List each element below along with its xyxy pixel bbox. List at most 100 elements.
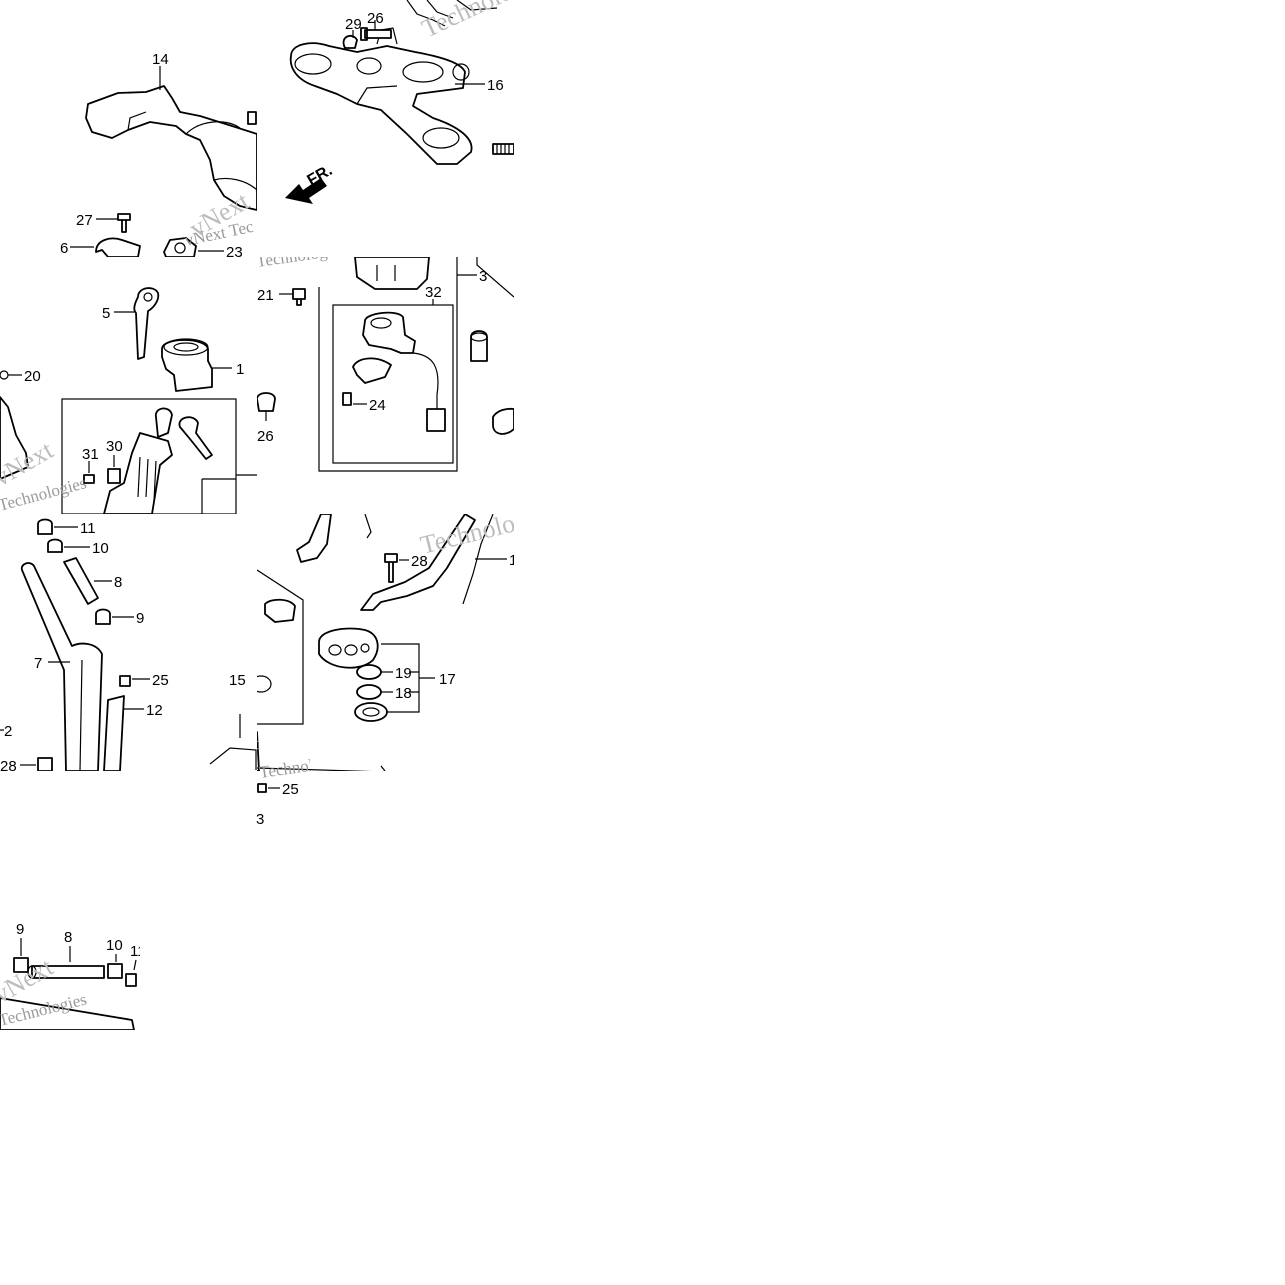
callout-17: 17: [439, 671, 456, 688]
screw-24-part: [342, 392, 352, 406]
callout-30: 30: [106, 438, 123, 455]
callout-23: 23: [226, 244, 243, 257]
callout-29: 29: [345, 16, 362, 33]
nut-26-part: [257, 392, 276, 412]
bolt-part: [247, 111, 257, 125]
callout-1b: 1: [509, 552, 514, 569]
bushing-part: [470, 330, 488, 362]
top-bridge-part: [289, 42, 473, 165]
callout-6: 6: [60, 240, 68, 257]
callout-19: 19: [395, 665, 412, 682]
fork-bracket-part: [360, 514, 476, 611]
bolt-27-part: [117, 213, 131, 233]
ignition-switch-part: [362, 311, 416, 354]
connector-part: [426, 408, 446, 432]
cap-11b-part: [125, 973, 137, 987]
diagram-tile-handlebar-left: 11 10 8 9 7 25 12 2 28: [0, 514, 257, 771]
callout-7: 7: [34, 655, 42, 672]
stem-bolt-part: [492, 143, 514, 155]
callout-26: 26: [367, 10, 384, 27]
diagram-tile-top-bridge: 16 26 29 FR. Technologies: [257, 0, 514, 257]
fork-clamp-part: [0, 396, 29, 480]
cap-11-part: [37, 518, 53, 535]
pin-8b-part: [31, 965, 105, 979]
ignition-switch-box: [332, 304, 454, 464]
callout-15-text: 15: [229, 672, 246, 689]
diagram-tile-ignition-switch: 5 1 20 31 30 vNext Technologies: [0, 257, 257, 514]
callout-31: 31: [82, 446, 99, 463]
diagram-tile-top-cover: 14 27 6 23 vNext vNext Tec: [0, 0, 257, 257]
callout-25b: 25: [282, 781, 299, 798]
diagram-fragment-bracket-15: 15 25 3 Technologies: [190, 714, 310, 834]
handlebar-bottom-part: [0, 997, 135, 1030]
callout-12: 12: [146, 702, 163, 719]
bracket-part: [352, 357, 392, 384]
callout-8b: 8: [64, 929, 72, 946]
steering-lock-part: [103, 432, 173, 514]
handlebar-7-part: [20, 562, 103, 771]
front-arrow-icon: [285, 178, 327, 204]
key-fob-part: [318, 627, 379, 669]
callout-18: 18: [395, 685, 412, 702]
direction-label: FR.: [305, 162, 336, 190]
callout-3: 3: [479, 268, 487, 285]
lock-body-part: [264, 598, 296, 623]
callout-32: 32: [425, 284, 442, 301]
callout-1: 1: [236, 361, 244, 378]
callout-5: 5: [102, 305, 110, 322]
screw-25a-part: [119, 675, 131, 687]
callout-28a: 28: [0, 758, 17, 771]
callout-15-wrap: 15: [229, 672, 246, 690]
callout-20: 20: [24, 368, 41, 385]
bracket-top-part: [296, 514, 332, 563]
callout-10: 10: [92, 540, 109, 557]
clamp-6-part: [95, 237, 141, 257]
pin-8-part: [63, 557, 99, 605]
ring-19-part: [356, 664, 382, 680]
cover-ring-part: [354, 702, 388, 722]
diagram-tile-handlebar-pin: 9 8 10 11 vNext Technologies: [0, 912, 140, 1030]
screw-25b-part: [257, 783, 267, 793]
callout-16: 16: [487, 77, 504, 94]
diagram-tile-switch-box: 3 21 32 24 26 Technologies: [257, 257, 514, 514]
key-pair-part: [155, 407, 173, 438]
watermark-line-2: vNext Tec: [257, 734, 261, 760]
diagram-tile-fork-keyfob: 1 28 19 18 17 Technologies vNex: [257, 514, 514, 771]
clip-29-part: [342, 34, 358, 49]
top-cover-part: [85, 85, 257, 211]
callout-14: 14: [152, 51, 169, 68]
key-set-box: [61, 398, 237, 514]
key-5-part: [133, 287, 160, 360]
callout-24: 24: [369, 397, 386, 414]
nut-10-part: [47, 538, 63, 553]
clip-30-part: [107, 468, 121, 484]
bracket-15-part: [257, 731, 260, 771]
switch-housing-part: [354, 257, 430, 290]
callout-11b: 11: [130, 943, 140, 960]
callout-11: 11: [80, 520, 96, 537]
nut-9-part: [95, 608, 111, 625]
outer-box: [318, 257, 458, 472]
callout-9: 9: [136, 610, 144, 627]
bolt-26-part: [360, 27, 392, 41]
bolt-21-part: [292, 288, 306, 306]
callout-9b: 9: [16, 921, 24, 938]
bolt-28a-part: [37, 757, 53, 771]
battery-18-part: [356, 684, 382, 700]
callout-3b: 3: [256, 811, 264, 828]
holder-12-part: [103, 695, 125, 771]
callout-28b: 28: [411, 553, 428, 570]
bolt-28b-part: [384, 553, 398, 583]
switch-knob-part: [492, 407, 514, 435]
lock-cylinder-1-part: [161, 339, 213, 392]
callout-27: 27: [76, 212, 93, 229]
nut-10b-part: [107, 963, 123, 979]
callout-2: 2: [4, 723, 12, 740]
callout-25a: 25: [152, 672, 169, 689]
callout-10b: 10: [106, 937, 123, 954]
nut-23-part: [163, 237, 197, 257]
watermark-company-5: Technologies: [258, 751, 310, 782]
watermark-company-3: Technologies: [257, 257, 347, 271]
callout-21: 21: [257, 287, 274, 304]
callout-26b: 26: [257, 428, 274, 445]
